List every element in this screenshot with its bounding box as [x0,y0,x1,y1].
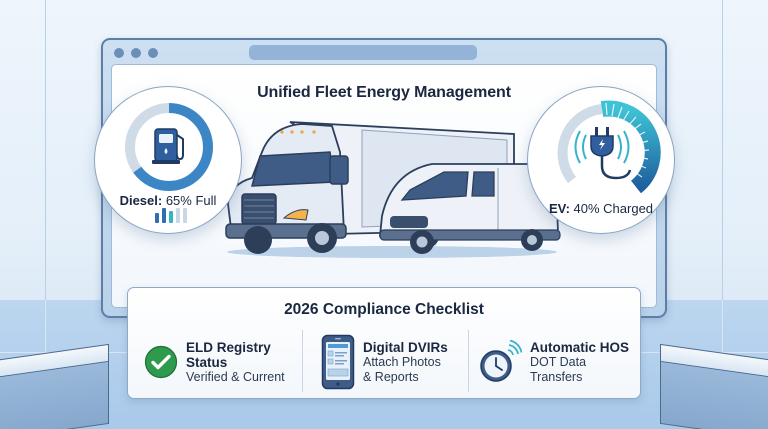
window-dot-icon[interactable] [114,48,124,58]
fuel-pump-icon [152,128,184,164]
window-controls [114,48,158,58]
divider [302,330,303,392]
fleet-vehicles-illustration [225,121,561,258]
clock-wireless-icon [480,340,522,382]
counter-right [660,343,768,429]
tablet-icon [321,334,355,390]
compliance-checklist-card: 2026 Compliance Checklist ELD Registry S… [127,287,641,399]
ev-gauge: EV: 40% Charged [527,86,675,234]
checklist-item-eld: ELD Registry Status Verified & Current [144,330,285,394]
address-bar[interactable] [249,45,477,60]
signal-bars-icon [155,208,187,223]
checklist-item-hos: Automatic HOS DOT Data Transfers [478,330,640,394]
ev-label: EV: 40% Charged [548,201,654,216]
check-circle-icon [144,345,178,379]
checklist-item-dvir: Digital DVIRs Attach Photos & Reports [321,330,448,394]
wall-line [45,0,46,429]
window-dot-icon[interactable] [148,48,158,58]
page-title: Unified Fleet Energy Management [257,84,511,101]
checklist-title: 2026 Compliance Checklist [284,301,484,318]
counter-left [0,343,109,429]
ev-plug-icon [574,127,632,180]
diesel-gauge: Diesel: 65% Full [94,86,242,234]
divider [468,330,469,392]
diesel-label: Diesel: 65% Full [119,193,217,208]
wall-line [722,0,723,429]
cargo-van-icon [379,163,561,254]
window-dot-icon[interactable] [131,48,141,58]
